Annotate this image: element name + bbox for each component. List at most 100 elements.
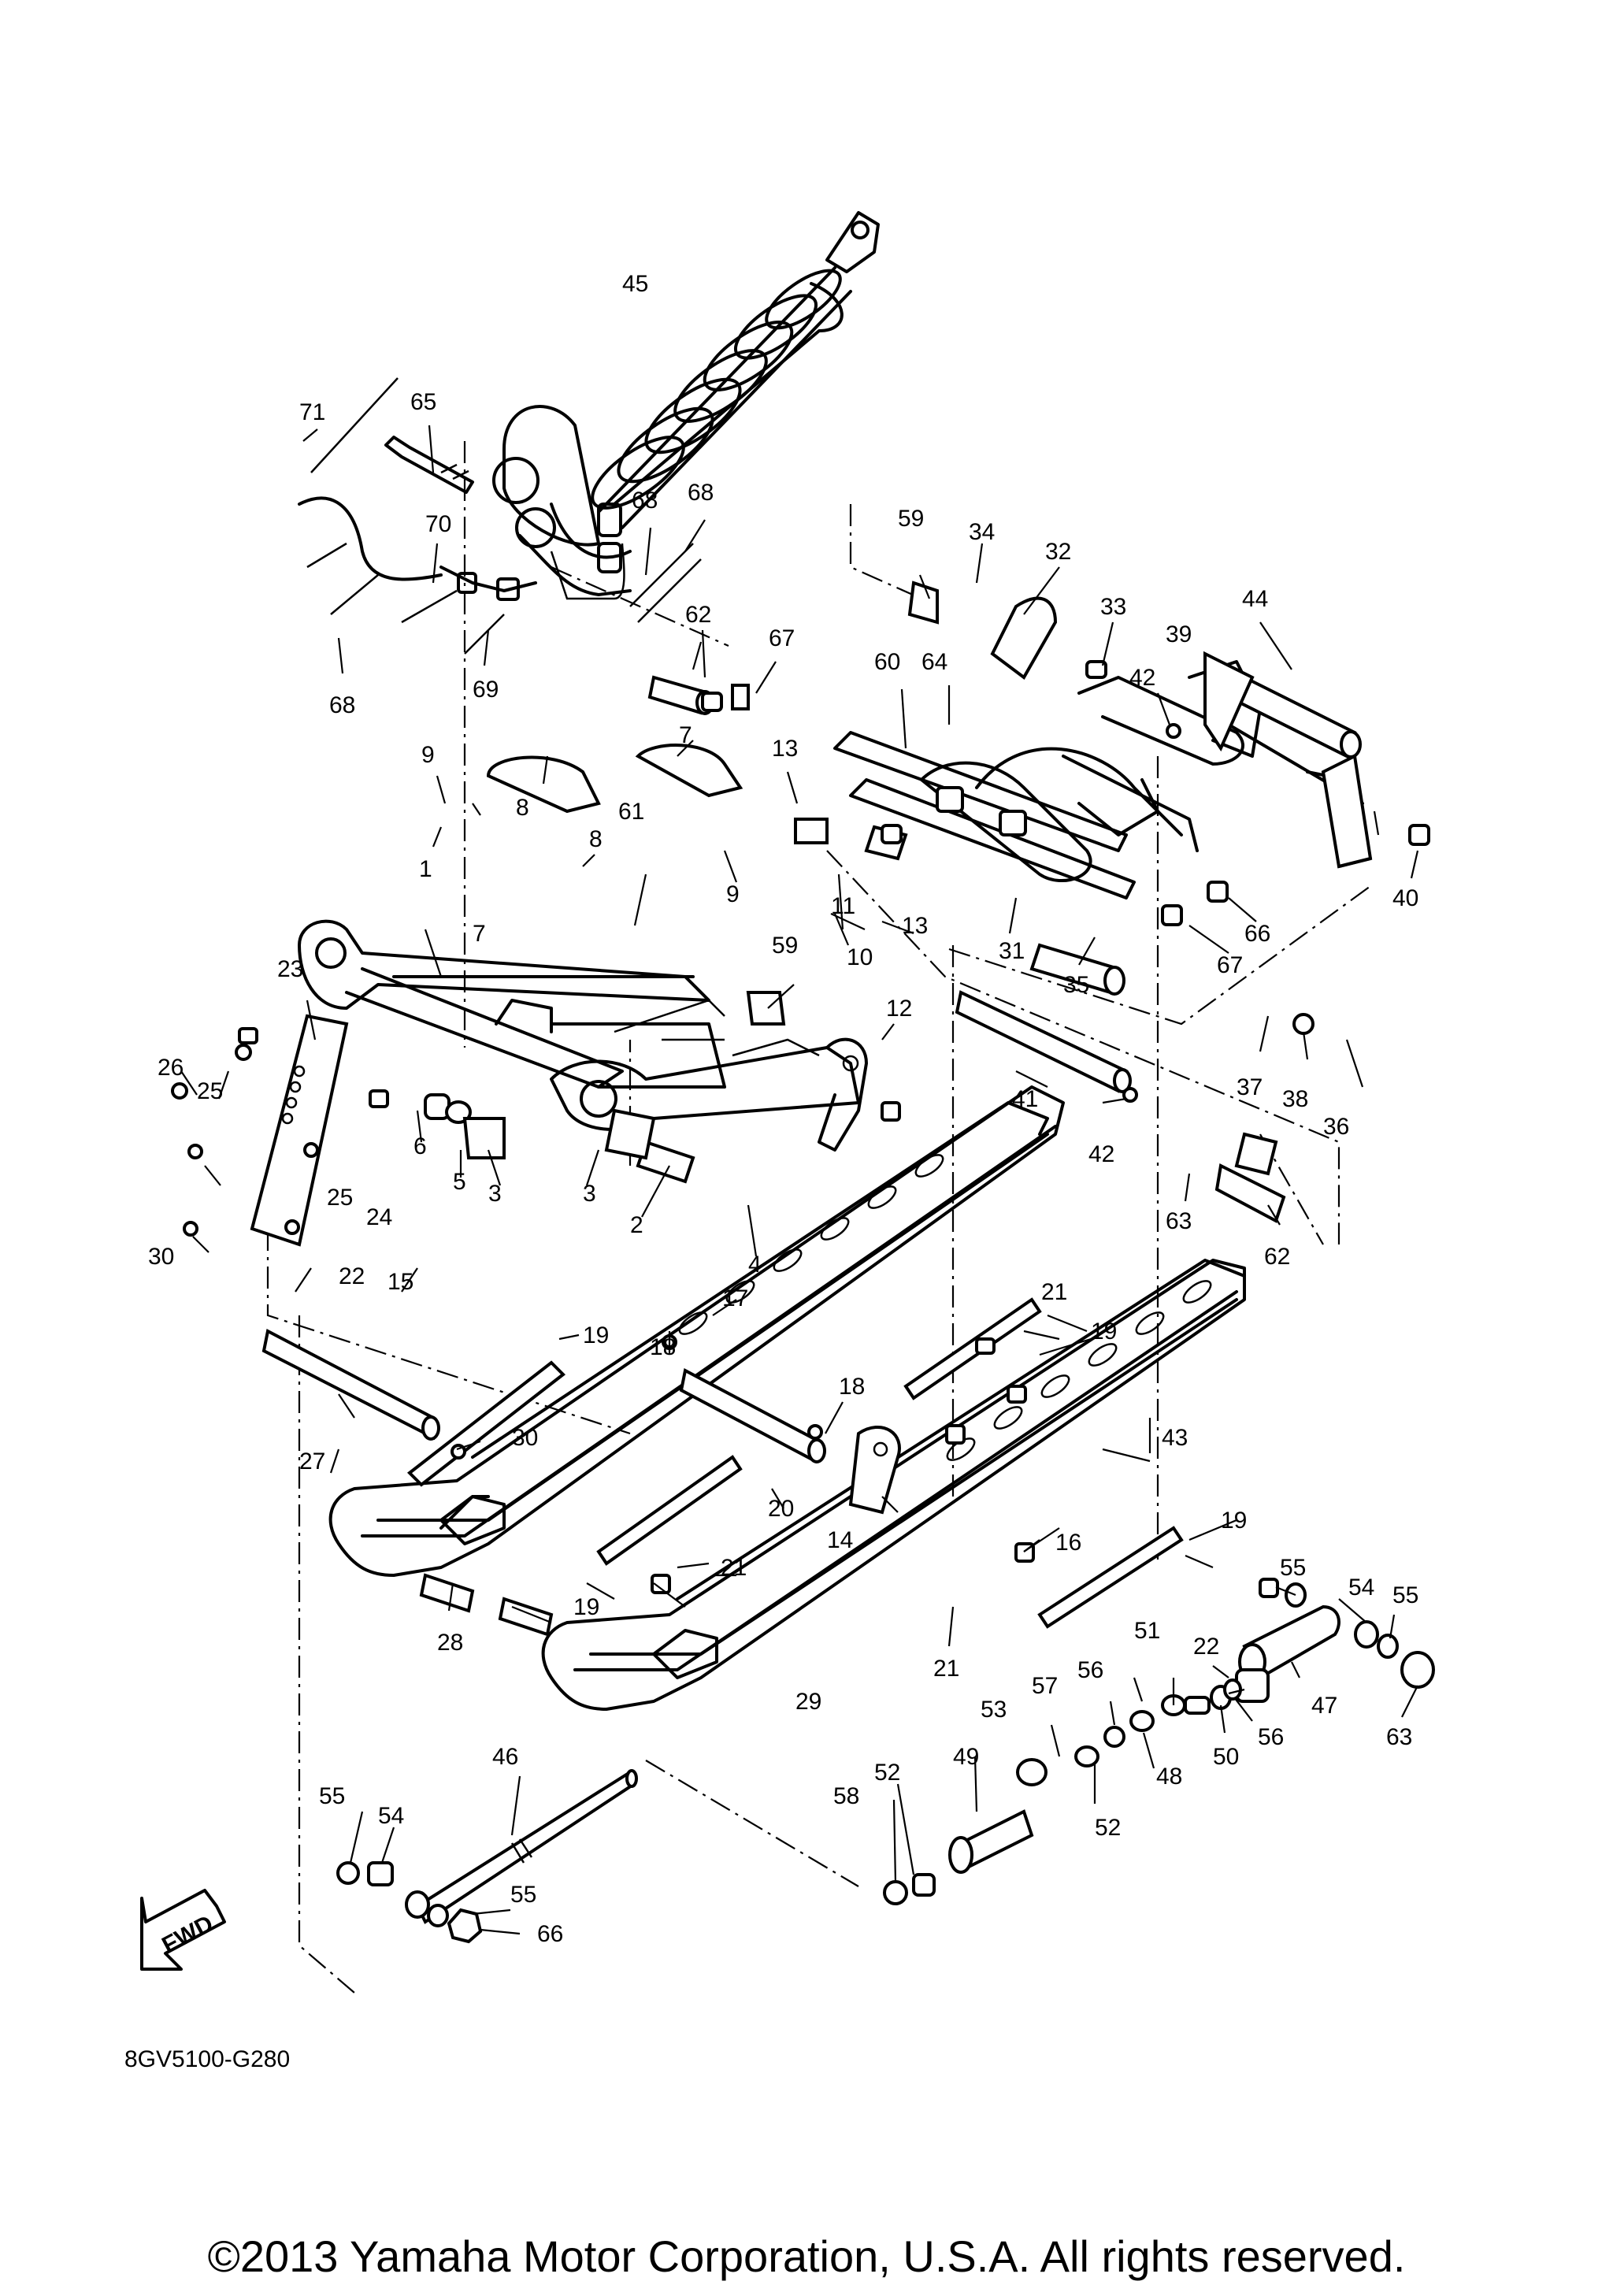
callout-1: 1 [419,856,432,882]
callout-65: 65 [410,389,436,415]
callout-52b: 52 [1095,1815,1121,1841]
callout-13b: 13 [902,913,928,939]
callout-60: 60 [874,649,900,675]
callout-2: 2 [630,1212,643,1238]
callout-55d: 55 [510,1882,536,1908]
callout-59b: 59 [772,933,798,959]
callout-70: 70 [425,511,451,537]
callout-20: 20 [768,1496,794,1522]
callout-49: 49 [953,1744,979,1770]
callout-19: 19 [583,1322,609,1348]
callout-38: 38 [1282,1086,1308,1112]
callout-68c: 68 [329,692,355,718]
callout-62b: 62 [1264,1244,1290,1270]
callout-32: 32 [1045,539,1071,565]
callout-9: 9 [421,742,435,768]
callout-12: 12 [886,996,912,1022]
callout-8: 8 [516,795,529,821]
callout-24: 24 [366,1204,392,1230]
callout-3: 3 [488,1181,502,1207]
callout-42: 42 [1129,665,1155,691]
callout-37: 37 [1237,1074,1263,1100]
callout-21: 21 [1041,1279,1067,1305]
callout-56b: 56 [1258,1724,1284,1750]
callout-21c: 21 [933,1656,959,1682]
callout-labels: 1 2 3 3 4 5 6 7 7 8 8 9 9 10 11 12 13 13… [148,271,1418,1947]
callout-55c: 55 [319,1783,345,1809]
callout-53: 53 [981,1697,1007,1723]
callout-63b: 63 [1386,1724,1412,1750]
callout-71: 71 [299,399,325,425]
callout-57: 57 [1032,1673,1058,1699]
callout-42b: 42 [1088,1141,1114,1167]
callout-48: 48 [1156,1764,1182,1790]
callout-5: 5 [453,1169,466,1195]
callout-34: 34 [969,519,995,545]
callout-7b: 7 [473,921,486,947]
callout-45: 45 [622,271,648,297]
callout-35: 35 [1063,972,1089,998]
callout-41: 41 [1012,1086,1038,1112]
callout-54b: 54 [1348,1575,1374,1601]
callout-67: 67 [769,625,795,651]
callout-9b: 9 [726,881,740,907]
callout-33: 33 [1100,594,1126,620]
callout-31: 31 [999,938,1025,964]
callout-18: 18 [650,1334,676,1360]
callout-10: 10 [847,944,873,970]
callout-14: 14 [827,1527,853,1553]
callout-21b: 21 [721,1555,747,1581]
callout-55b: 55 [1392,1582,1418,1608]
callout-30: 30 [148,1244,174,1270]
left-rail [328,1085,1065,1577]
callout-30b: 30 [512,1425,538,1451]
callout-leaders [180,425,1419,1935]
callout-40: 40 [1392,885,1418,911]
callout-25b: 25 [327,1185,353,1211]
callout-19d: 19 [573,1594,599,1620]
callout-7: 7 [679,722,692,748]
callout-63: 63 [1166,1208,1192,1234]
callout-19c: 19 [1221,1508,1247,1534]
reservoir-hose [298,377,702,655]
callout-52: 52 [874,1760,900,1786]
shafts [261,667,1362,1637]
callout-16: 16 [1055,1530,1081,1556]
callout-55: 55 [1280,1555,1306,1581]
callout-3b: 3 [583,1181,596,1207]
fwd-label: FWD [158,1911,217,1959]
callout-68: 68 [632,488,658,514]
callout-51: 51 [1134,1618,1160,1644]
diagram-code: 8GV5100-G280 [124,2046,291,2072]
callout-8b: 8 [589,826,603,852]
callout-36: 36 [1323,1114,1349,1140]
callout-29: 29 [795,1689,821,1715]
callout-66b: 66 [537,1921,563,1947]
fasteners [171,580,1430,1629]
callout-23: 23 [277,956,303,982]
callout-54: 54 [378,1803,404,1829]
callout-22b: 22 [1193,1634,1219,1660]
callout-19b: 19 [1091,1319,1117,1345]
callout-17: 17 [722,1285,748,1311]
callout-18b: 18 [839,1374,865,1400]
callout-27: 27 [299,1448,325,1474]
callout-61: 61 [618,799,644,825]
callout-68b: 68 [688,480,714,506]
callout-62: 62 [685,602,711,628]
callout-66: 66 [1244,921,1270,947]
callout-67b: 67 [1217,952,1243,978]
callout-28: 28 [437,1630,463,1656]
callout-58: 58 [833,1783,859,1809]
fwd-arrow-icon: FWD [140,1889,226,1971]
callout-56: 56 [1077,1657,1103,1683]
callout-26: 26 [158,1055,184,1081]
callout-64: 64 [921,649,947,675]
upper-arm-assembly [833,660,1372,899]
copyright-notice: ©2013 Yamaha Motor Corporation, U.S.A. A… [207,2231,1406,2281]
assembly-guide-lines [266,441,1371,1994]
callout-47: 47 [1311,1693,1337,1719]
callout-69: 69 [473,677,499,703]
callout-39: 39 [1166,621,1192,647]
